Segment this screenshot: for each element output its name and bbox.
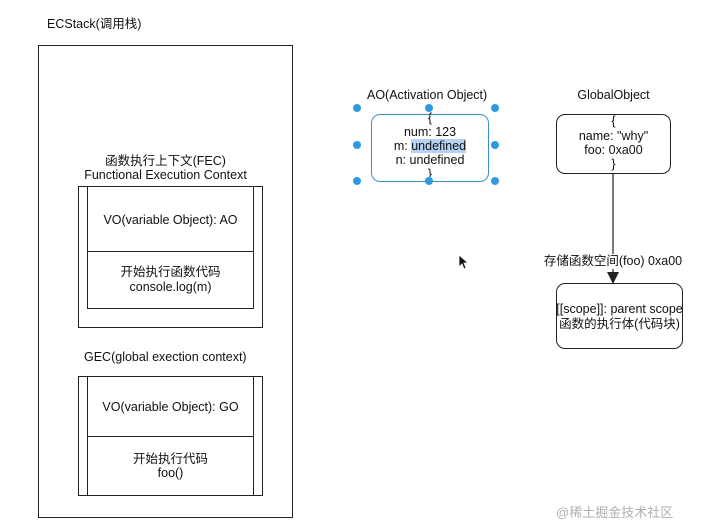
ao-line-m: m: undefined [371, 139, 489, 154]
gec-code-line2: foo() [157, 466, 184, 480]
mouse-cursor-icon [458, 254, 470, 270]
fec-subtitle: Functional Execution Context [84, 168, 247, 182]
ao-close-brace: } [427, 167, 433, 181]
fec-code-line1: 开始执行函数代码 [120, 265, 221, 279]
fec-inner [87, 186, 254, 309]
resize-handle-ne[interactable] [491, 104, 499, 112]
resize-handle-se[interactable] [491, 177, 499, 185]
func-object-box[interactable] [556, 283, 683, 349]
gec-title: GEC(global exection context) [84, 350, 247, 364]
ao-open-brace: { [427, 111, 433, 125]
resize-handle-sw[interactable] [353, 177, 361, 185]
resize-handle-n[interactable] [425, 104, 433, 112]
go-object-box[interactable] [556, 114, 671, 174]
go-title: GlobalObject [577, 88, 650, 102]
watermark: @稀土掘金技术社区 [556, 505, 674, 520]
fec-vo-label: VO(variable Object): AO [103, 213, 238, 227]
ao-selected-text: undefined [411, 139, 467, 153]
go-close-brace: } [611, 157, 616, 171]
ao-title: AO(Activation Object) [367, 88, 488, 102]
func-scope-line: [[scope]]: parent scope [556, 302, 683, 316]
go-line-foo: foo: 0xa00 [584, 143, 643, 157]
resize-handle-s[interactable] [425, 177, 433, 185]
fec-code-line2: console.log(m) [129, 280, 212, 294]
fec-divider [87, 251, 254, 252]
ao-line-m-key: m: [393, 139, 412, 153]
go-open-brace: { [611, 114, 616, 128]
ecstack-title: ECStack(调用栈) [47, 17, 142, 31]
ao-line-num: num: 123 [403, 125, 457, 139]
gec-vo-label: VO(variable Object): GO [102, 400, 239, 414]
ao-line-n: n: undefined [395, 153, 465, 167]
resize-handle-nw[interactable] [353, 104, 361, 112]
resize-handle-w[interactable] [353, 141, 361, 149]
func-body-line: 函数的执行体(代码块) [559, 317, 680, 331]
gec-divider [87, 436, 254, 437]
fec-title: 函数执行上下文(FEC) [105, 154, 226, 168]
go-line-name: name: "why" [578, 129, 649, 143]
resize-handle-e[interactable] [491, 141, 499, 149]
func-title: 存储函数空间(foo) 0xa00 [538, 254, 688, 269]
gec-code-line1: 开始执行代码 [132, 452, 208, 466]
